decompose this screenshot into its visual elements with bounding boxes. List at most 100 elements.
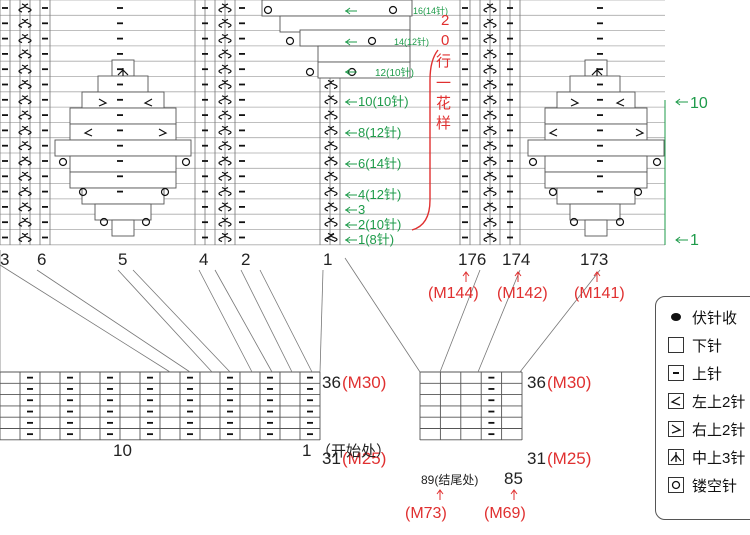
yarn-over-mark xyxy=(305,67,315,77)
twist-mark xyxy=(18,49,32,59)
col-label-173: 173 xyxy=(580,250,608,269)
twist-mark xyxy=(324,125,338,135)
left-dec-mark xyxy=(83,128,93,137)
twist-mark xyxy=(218,187,232,197)
twist-mark xyxy=(483,64,497,74)
br-row-top-ref: (M30) xyxy=(547,373,591,392)
br-col-label-85: 85 xyxy=(504,469,523,488)
br-row-top: 36 xyxy=(527,373,546,392)
ref-label-m73: (M73) xyxy=(405,505,447,522)
twist-mark xyxy=(324,171,338,181)
bl-col-label-10: 10 xyxy=(113,441,132,460)
annotation-arrowhead xyxy=(345,221,351,229)
yarn-over-mark xyxy=(652,157,662,167)
col-label-3: 3 xyxy=(0,250,9,269)
annotation-arrowhead xyxy=(345,38,351,46)
yarn-over-mark xyxy=(181,157,191,167)
legend-item-bind-off: 伏针收 xyxy=(668,307,737,327)
twist-mark xyxy=(483,49,497,59)
red-brace xyxy=(411,49,439,231)
ref-label-m142: (M142) xyxy=(497,285,548,302)
left-dec-mark xyxy=(548,128,558,137)
row-note-10: 10(10针) xyxy=(358,94,409,109)
right-panel-cell xyxy=(584,219,608,237)
twist-mark xyxy=(324,217,338,227)
yarn-over-mark xyxy=(367,36,377,46)
ref-label-m141: (M141) xyxy=(574,285,625,302)
twist-mark xyxy=(324,141,338,151)
col-label-1: 1 xyxy=(323,250,332,269)
col-label-5: 5 xyxy=(118,250,127,269)
twist-mark xyxy=(483,34,497,44)
row-note-3: 3 xyxy=(358,202,365,217)
twist-mark xyxy=(483,187,497,197)
left-dec-icon xyxy=(668,393,684,409)
right-panel-cell xyxy=(556,187,636,205)
left-panel-cell xyxy=(81,187,165,205)
connector-line xyxy=(0,264,171,373)
yarn-over-mark xyxy=(58,157,68,167)
yarn-over-mark xyxy=(548,187,558,197)
twist-mark xyxy=(483,171,497,181)
twist-mark xyxy=(324,187,338,197)
yarn-over-mark xyxy=(160,187,170,197)
twist-mark xyxy=(324,202,338,212)
connector-line xyxy=(240,269,293,373)
twist-mark xyxy=(218,49,232,59)
left-dec-mark xyxy=(615,98,625,107)
legend-item-purl: 上针 xyxy=(668,363,722,383)
yarn-over-mark xyxy=(141,217,151,227)
twist-mark xyxy=(483,125,497,135)
twist-mark xyxy=(218,95,232,105)
annotation-arrowhead xyxy=(345,206,351,214)
vertical-text-5: 样 xyxy=(436,115,451,132)
twist-mark xyxy=(18,18,32,28)
twist-mark xyxy=(18,141,32,151)
col-label-4: 4 xyxy=(199,250,208,269)
connector-line xyxy=(439,269,481,373)
left-panel-cell xyxy=(111,219,135,237)
right-panel-cell xyxy=(544,171,648,189)
twist-mark xyxy=(18,202,32,212)
right-dec-mark xyxy=(158,128,168,137)
right-dec-mark xyxy=(98,98,108,107)
row-marker-1: 1 xyxy=(690,232,699,249)
yarn-over-mark xyxy=(388,5,398,15)
legend-label: 上针 xyxy=(692,365,723,383)
bl-row-bottom: 31 xyxy=(322,449,341,468)
twist-mark xyxy=(218,34,232,44)
connector-line xyxy=(36,269,191,373)
twist-mark xyxy=(18,3,32,13)
ref-arrowhead xyxy=(593,271,601,277)
ref-arrowhead xyxy=(514,271,522,277)
br-row-bottom-ref: (M25) xyxy=(547,449,591,468)
annotation-arrowhead xyxy=(345,129,351,137)
legend-item-knit: 下针 xyxy=(668,335,722,355)
legend-item-right-dec: 右上2针 xyxy=(668,419,745,439)
vertical-text-0: 2 xyxy=(441,12,449,29)
center-dec-mark xyxy=(117,68,129,76)
yarn-over-mark xyxy=(633,187,643,197)
right-panel-cell xyxy=(544,155,648,173)
connector-line xyxy=(117,269,213,373)
bl-row-bottom-ref: (M25) xyxy=(342,449,386,468)
right-dec-mark xyxy=(635,128,645,137)
twist-mark xyxy=(483,95,497,105)
yarn-over-mark xyxy=(99,217,109,227)
legend-label: 镂空针 xyxy=(692,477,738,495)
twist-mark xyxy=(18,110,32,120)
twist-mark xyxy=(483,79,497,90)
connector-line xyxy=(477,269,521,373)
legend-item-yarn-over: 镂空针 xyxy=(668,475,737,495)
legend-label: 右上2针 xyxy=(692,421,746,439)
twist-mark xyxy=(18,156,32,166)
right-panel-cell xyxy=(527,139,665,157)
connector-line xyxy=(259,269,313,373)
col-label-176: 176 xyxy=(458,250,486,269)
twist-mark xyxy=(218,202,232,212)
symbol-legend: 伏针收 下针 上针 左上2针 右上2针 中上3针 镂空针 xyxy=(655,296,750,520)
br-col-label-89: 89(结尾处) xyxy=(421,473,478,487)
right-dec-mark xyxy=(570,98,580,107)
twist-mark xyxy=(483,217,497,227)
